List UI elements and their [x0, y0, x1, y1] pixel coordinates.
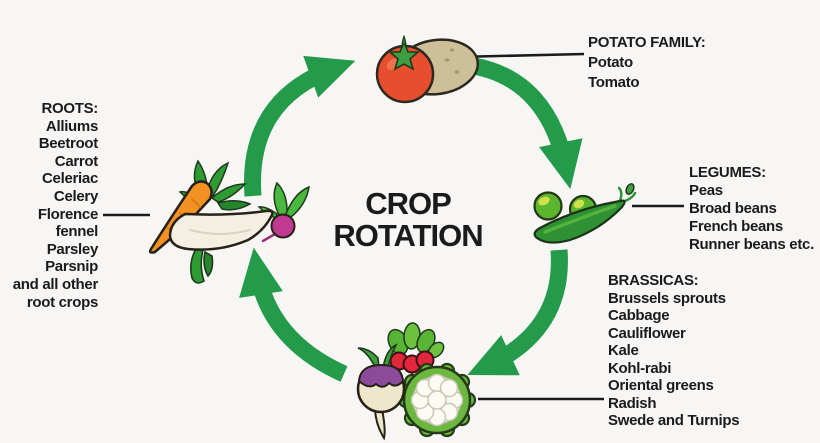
list-item: Beetroot — [38, 135, 99, 153]
list-item: Tomato — [588, 74, 640, 91]
list-item: Oriental greens — [608, 377, 714, 394]
list-item: Celeriac — [42, 170, 98, 188]
list-item: Swede and Turnips — [608, 412, 740, 429]
list-item: Carrot — [54, 152, 99, 170]
list-item: Brussels sprouts — [608, 289, 726, 307]
cauliflower-icon — [397, 362, 477, 438]
arrow-brassicas-to-roots-icon — [239, 247, 348, 382]
legumes-label-group: LEGUMES: Peas Broad beans French beans R… — [689, 164, 814, 254]
list-item: Potato — [588, 54, 633, 71]
parsnip-icon — [168, 209, 274, 284]
potato-family-label-group: POTATO FAMILY: Potato Tomato — [588, 33, 706, 93]
potato-tomato-illustration — [375, 34, 480, 104]
potato-family-header: POTATO FAMILY: — [588, 34, 706, 51]
list-item: Kale — [608, 342, 639, 359]
list-item: French beans — [689, 218, 783, 235]
list-item: Cauliflower — [608, 324, 686, 342]
list-item: and all other — [12, 275, 99, 293]
list-item: root crops — [26, 293, 98, 311]
roots-illustration — [148, 159, 310, 284]
title-line-2: ROTATION — [333, 218, 483, 253]
list-item: Peas — [689, 182, 723, 199]
title-line-1: CROP — [365, 186, 452, 221]
legumes-header: LEGUMES: — [689, 164, 766, 181]
arrow-legumes-to-brassicas-icon — [467, 249, 568, 376]
brassicas-illustration — [356, 322, 477, 441]
list-item: Celery — [53, 187, 98, 205]
pea-pod-icon — [533, 183, 637, 244]
turnip-icon — [356, 343, 406, 441]
list-item: Runner beans etc. — [689, 236, 814, 253]
peas-illustration — [533, 183, 637, 244]
pea-icon — [533, 191, 563, 221]
list-item: fennel — [55, 223, 99, 241]
roots-label-group: ROOTS: Alliums Beetroot Carrot Celeriac … — [12, 100, 99, 311]
arrow-roots-to-potato-icon — [243, 55, 356, 197]
arrow-potato-to-legumes-icon — [472, 57, 583, 190]
beetroot-icon — [257, 181, 310, 243]
list-item: Parsley — [46, 240, 99, 258]
brassicas-header: BRASSICAS: — [608, 272, 699, 289]
list-item: Parsnip — [45, 258, 98, 276]
list-item: Cabbage — [608, 307, 670, 324]
list-item: Alliums — [45, 117, 98, 135]
tomato-icon — [375, 34, 435, 104]
list-item: Radish — [608, 394, 657, 412]
brassicas-label-group: BRASSICAS: Brussels sprouts Cabbage Caul… — [608, 272, 740, 430]
list-item: Broad beans — [689, 200, 777, 217]
list-item: Kohl-rabi — [608, 359, 672, 377]
rotation-arrows — [239, 55, 583, 382]
roots-header: ROOTS: — [41, 100, 98, 117]
list-item: Florence — [37, 205, 98, 223]
page-title: CROP ROTATION — [308, 188, 508, 252]
